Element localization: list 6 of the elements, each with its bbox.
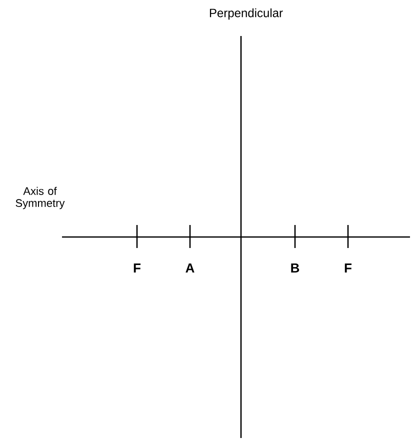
point-label: F <box>134 264 140 272</box>
point-label: A <box>186 264 194 272</box>
point-label: B <box>291 264 300 272</box>
axis-title: Perpendicular <box>210 8 283 20</box>
axis-title: Axis of Symmetry <box>16 186 65 210</box>
point-label: F <box>344 264 352 272</box>
